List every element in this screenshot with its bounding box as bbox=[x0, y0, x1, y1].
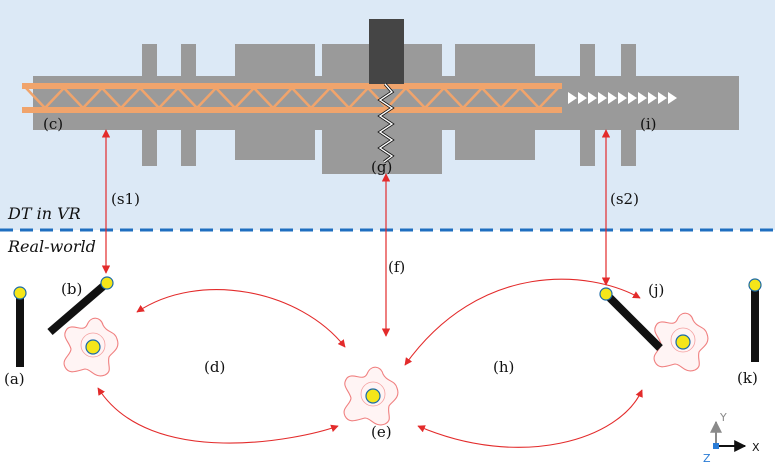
robot-e bbox=[343, 366, 399, 426]
chevron-icon bbox=[668, 92, 677, 104]
flow-direction-arrows bbox=[568, 92, 677, 104]
chevron-icon bbox=[618, 92, 627, 104]
chevron-icon bbox=[578, 92, 587, 104]
label-b: (b) bbox=[61, 280, 82, 298]
axis-x-label: X bbox=[752, 441, 760, 454]
spindle bbox=[369, 19, 404, 84]
chevron-icon bbox=[638, 92, 647, 104]
label-s1: (s1) bbox=[111, 190, 140, 208]
axis-z-label: Z bbox=[703, 452, 711, 465]
label-a: (a) bbox=[4, 370, 25, 388]
label-g: (g) bbox=[371, 158, 392, 176]
label-s2: (s2) bbox=[610, 190, 639, 208]
post-k bbox=[748, 278, 762, 362]
labels: DT in VR Real-world (c) (i) (g) (s1) (s2… bbox=[4, 115, 758, 441]
chevron-icon bbox=[598, 92, 607, 104]
robot-arm-b bbox=[47, 276, 119, 377]
label-j: (j) bbox=[648, 281, 664, 299]
zone-label-vr: DT in VR bbox=[7, 204, 81, 223]
chevron-icon bbox=[648, 92, 657, 104]
zone-label-real: Real-world bbox=[7, 237, 96, 256]
label-h: (h) bbox=[493, 358, 514, 376]
chevron-icon bbox=[568, 92, 577, 104]
chevron-icon bbox=[608, 92, 617, 104]
chevron-icon bbox=[588, 92, 597, 104]
truss-conveyor bbox=[22, 83, 562, 113]
chevron-icon bbox=[628, 92, 637, 104]
transfer-arrows bbox=[97, 278, 643, 448]
drill-bit bbox=[377, 83, 395, 164]
robot-arm-j bbox=[599, 287, 709, 372]
label-f: (f) bbox=[388, 258, 405, 276]
post-a bbox=[13, 286, 27, 367]
chevron-icon bbox=[658, 92, 667, 104]
link-arrows bbox=[101, 129, 611, 337]
axis-y-label: Y bbox=[719, 411, 727, 424]
axes-gizmo: Y X Z bbox=[703, 411, 760, 465]
label-d: (d) bbox=[204, 358, 225, 376]
label-k: (k) bbox=[737, 369, 758, 387]
label-c: (c) bbox=[43, 115, 63, 133]
label-i: (i) bbox=[640, 115, 657, 133]
label-e: (e) bbox=[371, 423, 392, 441]
